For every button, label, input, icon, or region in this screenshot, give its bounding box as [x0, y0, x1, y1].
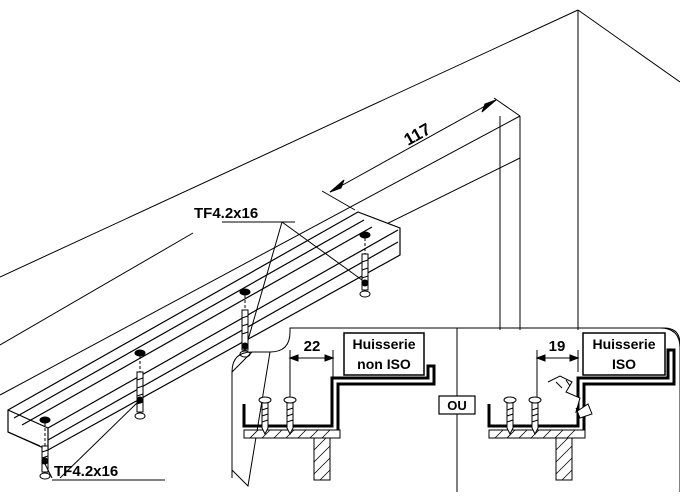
screw-1 — [39, 416, 51, 480]
wall-outline — [0, 9, 680, 396]
length-dimension — [321, 97, 521, 211]
iso-frame-line2: ISO — [612, 356, 636, 372]
non-iso-gap-value: 22 — [304, 338, 321, 355]
non-iso-frame-line1: Huisserie — [352, 336, 415, 352]
screw-bottom-leaders — [43, 399, 165, 481]
length-value: 117 — [401, 120, 434, 150]
detail-frame-outline — [231, 327, 680, 492]
iso-gap-value: 19 — [549, 338, 566, 355]
iso-frame-box — [582, 332, 666, 376]
screw-top-leaders — [222, 221, 363, 341]
rail-profile — [7, 211, 401, 451]
screw-4 — [359, 231, 371, 298]
non-iso-frame-line2: non ISO — [357, 356, 411, 372]
non-iso-frame-box — [343, 332, 425, 376]
separator-label: OU — [447, 398, 467, 413]
screw-2 — [134, 349, 146, 420]
iso-detail: 19 Huisserie ISO — [487, 332, 676, 481]
iso-frame-line1: Huisserie — [592, 336, 655, 352]
separator-box — [438, 395, 476, 415]
non-iso-detail: 22 Huisserie non ISO — [242, 332, 436, 481]
screw-top-label: TF4.2x16 — [194, 205, 258, 222]
screw-bottom-label: TF4.2x16 — [54, 463, 118, 480]
